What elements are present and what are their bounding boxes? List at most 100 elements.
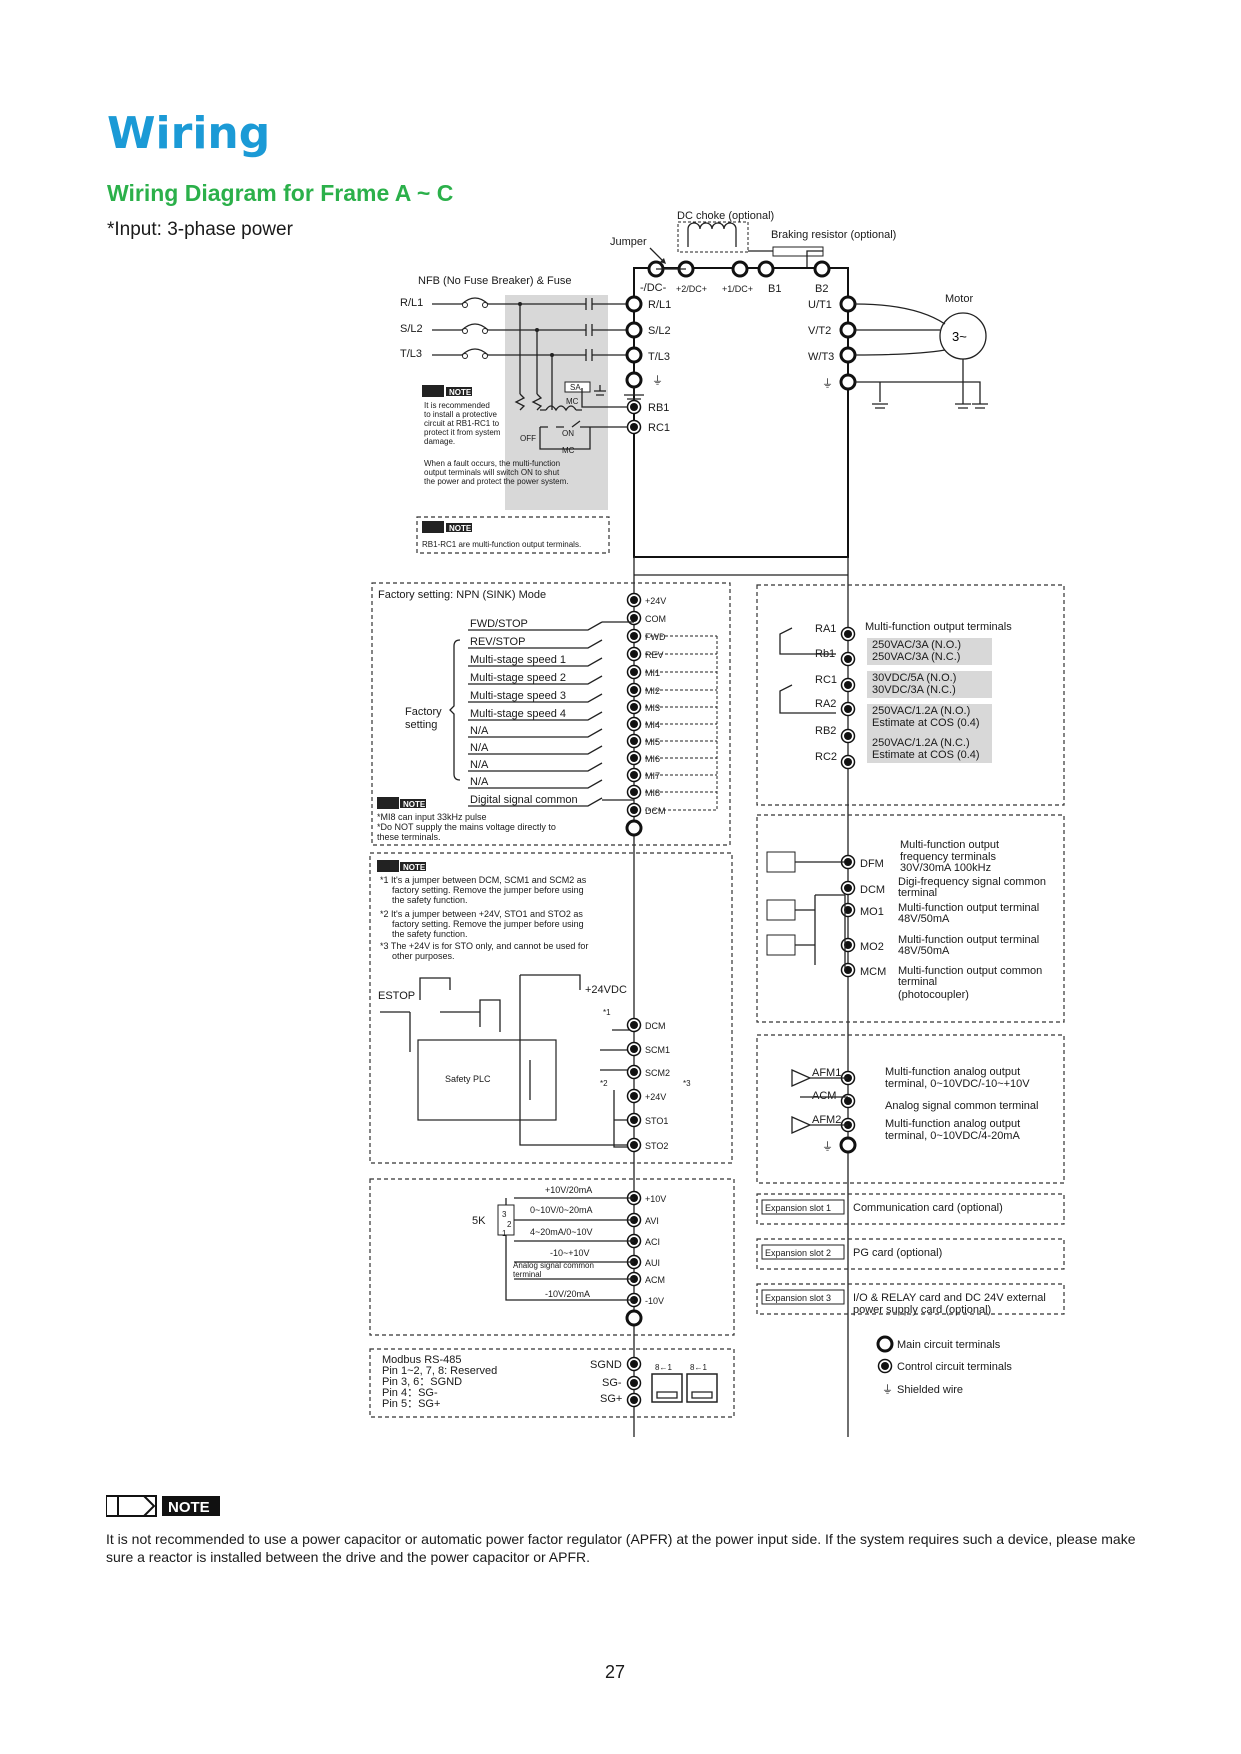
legend-control: Control circuit terminals (897, 1361, 1012, 1373)
analog-label: terminal (513, 1270, 542, 1279)
svg-text:*2 It's a jumper between +24V,: *2 It's a jumper between +24V, STO1 and … (380, 909, 583, 919)
legend-control-icon (877, 1358, 893, 1374)
relay-label: RB2 (815, 725, 836, 737)
modbus-term-sgnd: SGND (590, 1359, 622, 1371)
terminal-dc-plus1 (731, 260, 749, 278)
afm-desc: terminal, 0~10VDC/-10~+10V (885, 1078, 1030, 1090)
expansion-slot-name: Expansion slot 1 (765, 1203, 831, 1213)
afm-desc: Multi-function analog output (885, 1066, 1020, 1078)
note-label: NOTE (403, 800, 426, 809)
terminal-ut1 (839, 295, 857, 313)
input-label-sl2: S/L2 (400, 323, 423, 335)
factory-setting-label-2: setting (405, 719, 437, 731)
svg-text:ON: ON (562, 429, 574, 438)
mark-2: *2 (600, 1079, 608, 1088)
safety-plc-label: Safety PLC (445, 1074, 491, 1084)
optocoupler-icons (766, 851, 846, 970)
terminal-FWD (626, 628, 642, 644)
expansion-slot-desc: I/O & RELAY card and DC 24V external (853, 1292, 1046, 1304)
terminal-rb1 (626, 399, 642, 415)
analog-input-box (369, 1178, 735, 1336)
terminal-MI5 (626, 733, 642, 749)
input-switch (468, 762, 603, 772)
terminal-label-dc-plus1: +1/DC+ (722, 284, 753, 294)
mo-desc: Multi-function output (900, 839, 999, 851)
input-switch (468, 639, 603, 649)
terminal-label: SCM1 (645, 1045, 670, 1055)
terminal-rc1 (626, 419, 642, 435)
input-switch (468, 693, 603, 703)
ground-symbol: ⏚ (652, 374, 663, 387)
relay-title: Multi-function output terminals (865, 621, 1012, 633)
mo-desc: 30V/30mA 100kHz (900, 862, 991, 874)
mo-label: MCM (860, 966, 886, 978)
terminal-tl3 (625, 346, 643, 364)
terminal-label: MI1 (645, 668, 660, 678)
terminal-wt3 (839, 346, 857, 364)
expansion-slot-box (756, 1193, 1065, 1225)
mo-desc: Multi-function output common (898, 965, 1042, 977)
svg-text:Modbus RS-485: Modbus RS-485 (382, 1354, 462, 1366)
drive-label-tl3: T/L3 (648, 351, 670, 363)
terminal-MI2 (626, 682, 642, 698)
svg-text:Pin 5：SG+: Pin 5：SG+ (382, 1398, 440, 1410)
svg-text:Pin 4：SG-: Pin 4：SG- (382, 1387, 438, 1399)
svg-text:other purposes.: other purposes. (392, 951, 455, 961)
digital-label: Multi-stage speed 3 (470, 690, 566, 702)
modbus-text: Modbus RS-485 Pin 1~2, 7, 8: Reserved Pi… (382, 1354, 497, 1410)
vdc-label: +24VDC (585, 984, 627, 996)
digital-label: N/A (470, 725, 489, 737)
analog-label: -10V/20mA (545, 1289, 590, 1299)
mo-desc: Digi-frequency signal common (898, 876, 1046, 888)
pot-label: 5K (472, 1215, 486, 1227)
afm-desc: terminal, 0~10VDC/4-20mA (885, 1130, 1020, 1142)
terminal-label: MI2 (645, 686, 660, 696)
terminal-b1 (757, 260, 775, 278)
mark-1: *1 (603, 1008, 611, 1017)
expansion-slot-box (756, 1283, 1065, 1315)
relay-rating: 250VAC/1.2A (N.C.) (872, 737, 970, 749)
terminal-+24V (626, 592, 642, 608)
note-label: NOTE (449, 524, 472, 533)
analog-label: 4~20mA/0~10V (530, 1227, 593, 1237)
safety-notes: *1 It's a jumper between DCM, SCM1 and S… (380, 875, 588, 961)
note-protective: NOTE It is recommended to install a prot… (422, 385, 569, 486)
terminal-MI3 (626, 699, 642, 715)
expansion-slot-desc: PG card (optional) (853, 1247, 942, 1259)
terminal-Rb1 (840, 651, 856, 667)
footer-note-text: It is not recommended to use a power cap… (106, 1531, 1136, 1565)
terminal-label: +24V (645, 1092, 666, 1102)
note-icon (377, 860, 399, 872)
modbus-term-sgm: SG- (602, 1377, 622, 1389)
terminal-safety-SCM1 (626, 1041, 642, 1057)
output-label-wt3: W/T3 (808, 351, 834, 363)
svg-text:*1 It's a jumper between DCM,: *1 It's a jumper between DCM, SCM1 and S… (380, 875, 587, 885)
svg-text:to install a protective: to install a protective (424, 410, 497, 419)
input-switch (468, 675, 603, 685)
terminal-ground-afm (839, 1136, 857, 1154)
svg-text:SA: SA (570, 383, 581, 392)
mo-desc: (photocoupler) (898, 989, 969, 1001)
page-title: Wiring (107, 108, 271, 159)
digital-note-3: these terminals. (377, 832, 441, 842)
digital-label: N/A (470, 742, 489, 754)
terminal-DCM (626, 802, 642, 818)
digital-label: Digital signal common (470, 794, 578, 806)
terminal-label-b1: B1 (768, 283, 781, 295)
terminal-safety-DCM (626, 1017, 642, 1033)
note-icon (422, 521, 444, 533)
relay-label: RA1 (815, 623, 836, 635)
pot-pin-3: 3 (502, 1210, 507, 1219)
digital-label: Multi-stage speed 2 (470, 672, 566, 684)
note-label: NOTE (168, 1499, 210, 1516)
terminal-RA1 (840, 626, 856, 642)
relay-label: RC2 (815, 751, 837, 763)
terminal-label: MI3 (645, 703, 660, 713)
svg-text:Pin 3, 6：SGND: Pin 3, 6：SGND (382, 1376, 462, 1388)
note-icon (105, 1495, 157, 1517)
afm-box (756, 1034, 1065, 1184)
svg-text:protect it from system: protect it from system (424, 428, 501, 437)
terminal-MI8 (626, 784, 642, 800)
